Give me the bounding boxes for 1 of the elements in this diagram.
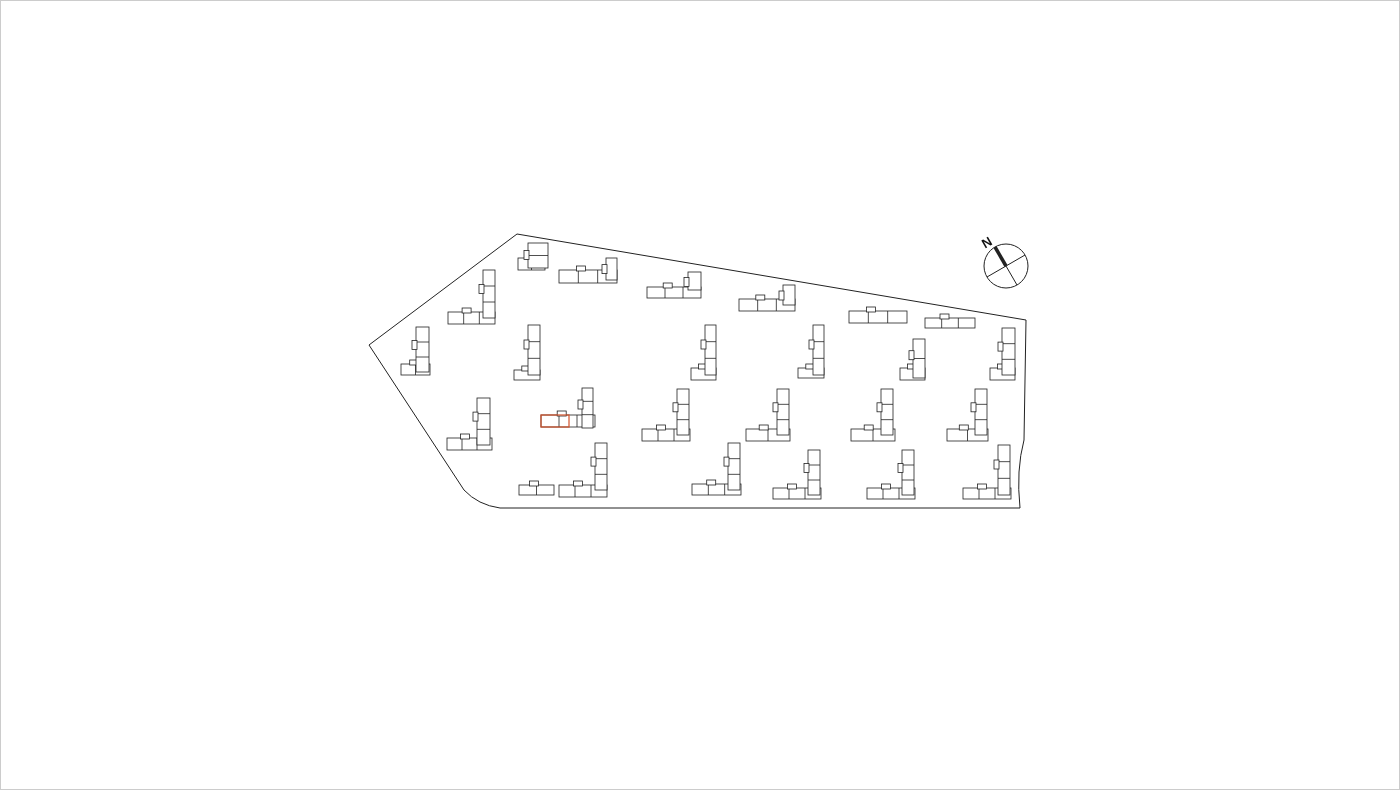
north-label: N <box>978 233 995 252</box>
